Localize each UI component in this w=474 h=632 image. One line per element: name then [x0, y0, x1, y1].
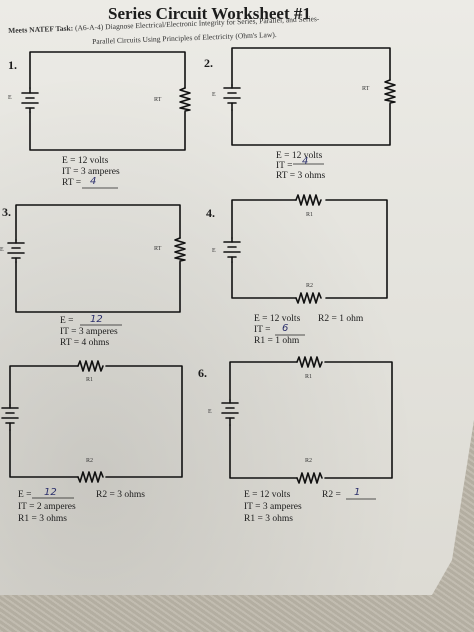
problem-3-given-2: RT = 4 ohms — [60, 338, 110, 348]
resistor-rt-1 — [179, 87, 191, 112]
resistor-r2-5 — [77, 471, 104, 483]
problem-2-given-2: RT = 3 ohms — [276, 171, 326, 181]
problem-6-given-1: E = 12 volts — [244, 490, 291, 500]
problem-6-source-label: E — [208, 409, 212, 415]
problem-5-answer-prefix: E = — [18, 490, 32, 500]
circuit-6 — [221, 356, 393, 484]
problem-4-given-3: R1 = 1 ohm — [254, 336, 300, 346]
problem-2-number: 2. — [204, 56, 213, 70]
battery-6 — [221, 402, 239, 419]
resistor-r2-4 — [295, 292, 322, 304]
problem-5-given-3: R1 = 3 ohms — [18, 514, 67, 524]
circuit-3 — [7, 204, 186, 313]
problem-3-number: 3. — [2, 205, 11, 219]
problem-5-given-2: IT = 2 amperes — [18, 502, 76, 512]
problem-4-answer-prefix: IT = — [254, 325, 271, 335]
battery-5 — [1, 407, 19, 424]
problem-4-source-label: E — [212, 248, 216, 254]
problem-2-given-1: E = 12 volts — [276, 151, 323, 161]
problem-6-number: 6. — [198, 366, 207, 380]
problem-2-answer-prefix: IT = — [276, 161, 293, 171]
resistor-rt-2 — [384, 79, 396, 104]
problem-5-answer: 12 — [44, 487, 57, 498]
problem-3-answer-prefix: E = — [60, 316, 74, 326]
problem-6-answer: 1 — [354, 487, 361, 498]
battery-4 — [223, 241, 241, 258]
problem-3-given-1: IT = 3 amperes — [60, 327, 118, 337]
problem-1-load-label: RT — [154, 97, 162, 103]
problem-1-given-2: IT = 3 amperes — [62, 167, 120, 177]
problem-1-answer-prefix: RT = — [62, 178, 82, 188]
problem-5-r1-label: R1 — [86, 377, 94, 383]
problem-1-source-label: E — [8, 95, 12, 101]
problem-6-answer-prefix: R2 = — [322, 490, 341, 500]
problem-5-given-1: R2 = 3 ohms — [96, 490, 145, 500]
problem-2-source-label: E — [212, 92, 216, 98]
resistor-rt-3 — [174, 237, 186, 262]
problem-6-given-2: IT = 3 amperes — [244, 502, 302, 512]
worksheet-title: Series Circuit Worksheet #1 — [108, 4, 311, 23]
resistor-r1-5 — [77, 360, 104, 372]
circuit-1 — [21, 51, 191, 151]
problem-4-answer: 6 — [282, 323, 289, 334]
problem-4-given-1: E = 12 volts — [254, 314, 301, 324]
circuit-5 — [1, 360, 183, 483]
problem-1-number: 1. — [8, 58, 17, 72]
problem-4-r2-label: R2 — [306, 283, 314, 289]
battery-3 — [7, 242, 25, 259]
problem-3-source-label: E — [0, 247, 4, 253]
problem-1-given-1: E = 12 volts — [62, 156, 109, 166]
problem-2-answer: 4 — [302, 156, 309, 167]
battery-1 — [21, 92, 39, 109]
resistor-r1-6 — [296, 356, 323, 368]
problem-6-r2-label: R2 — [305, 458, 313, 464]
problem-6-given-3: R1 = 3 ohms — [244, 514, 293, 524]
problem-3-load-label: RT — [154, 246, 162, 252]
problem-6-r1-label: R1 — [305, 374, 313, 380]
problem-1-answer: 4 — [90, 176, 97, 187]
problem-3-answer: 12 — [90, 314, 103, 325]
resistor-r1-4 — [295, 194, 322, 206]
circuit-2 — [223, 47, 396, 146]
problem-5-r2-label: R2 — [86, 458, 94, 464]
resistor-r2-6 — [296, 472, 323, 484]
problem-4-number: 4. — [206, 206, 215, 220]
circuit-4 — [223, 194, 388, 304]
battery-2 — [223, 87, 241, 104]
problem-4-given-2: R2 = 1 ohm — [318, 314, 364, 324]
problem-2-load-label: RT — [362, 86, 370, 92]
problem-4-r1-label: R1 — [306, 212, 314, 218]
